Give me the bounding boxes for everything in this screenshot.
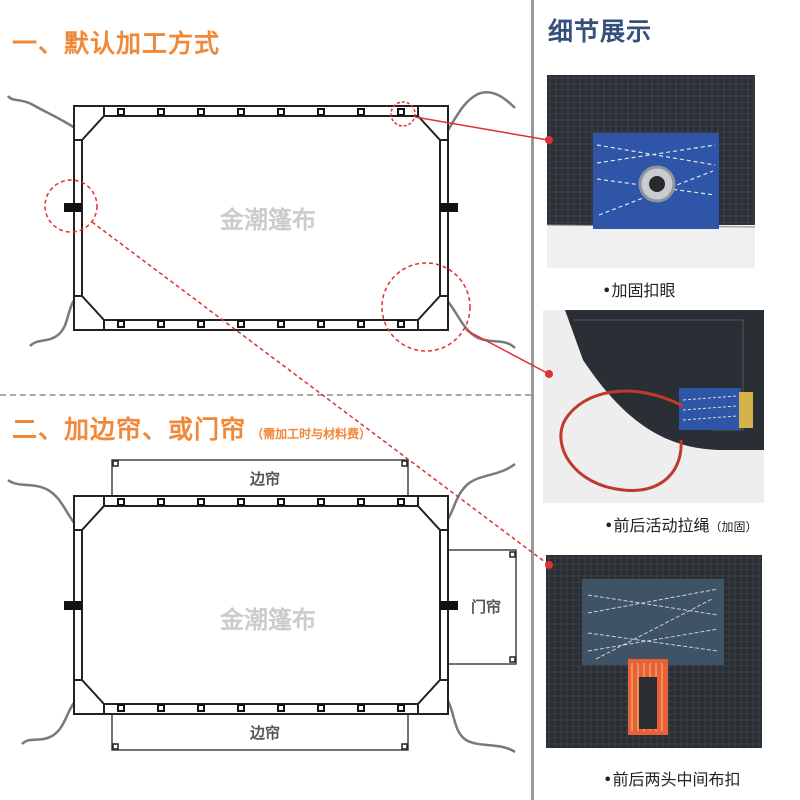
side-curtain-top-label: 边帘 xyxy=(249,470,280,488)
diagram-curtain-tarp: 边帘 边帘 门帘 金潮篷布 xyxy=(7,459,517,754)
rope-top-left xyxy=(6,95,79,132)
rope-bottom-right xyxy=(444,297,516,349)
caption-rope: •前后活动拉绳（加固） xyxy=(604,512,757,536)
side-curtain-bottom xyxy=(111,713,409,751)
door-curtain xyxy=(447,549,517,665)
photo-grommet xyxy=(547,75,755,268)
section2-note: （需加工时与材料费） xyxy=(251,427,372,441)
side-curtain-bottom-label: 边帘 xyxy=(249,724,280,742)
vertical-divider xyxy=(531,0,534,800)
caption-grommet: •加固扣眼 xyxy=(602,277,675,301)
rope2-bottom-right xyxy=(443,695,516,754)
horizontal-divider xyxy=(0,394,531,396)
corner2-br xyxy=(417,679,449,715)
middle2-buckle-left xyxy=(64,601,82,610)
caption-buckle: •前后两头中间布扣 xyxy=(603,766,740,790)
rope2-top-left xyxy=(7,478,79,529)
watermark-2: 金潮篷布 xyxy=(219,606,316,634)
door-curtain-label: 门帘 xyxy=(471,598,501,616)
caption-grommet-text: •加固扣眼 xyxy=(602,281,676,300)
diagram-default-tarp: 金潮篷布 xyxy=(6,91,516,349)
rope-bottom-left xyxy=(29,294,79,347)
middle-buckle-right xyxy=(440,203,458,212)
middle-buckle-left xyxy=(64,203,82,212)
caption-rope-text: •前后活动拉绳 xyxy=(604,516,710,535)
tarp2-outline xyxy=(73,495,449,715)
photo-buckle xyxy=(546,555,762,748)
rope2-top-right xyxy=(443,462,516,525)
rope2-bottom-left xyxy=(21,697,79,745)
corner2-bl xyxy=(73,679,105,715)
photo-rope xyxy=(543,310,764,503)
corner-tl xyxy=(73,105,105,141)
middle2-buckle-right xyxy=(440,601,458,610)
section1-title: 一、默认加工方式 xyxy=(12,29,221,58)
caption-rope-sub: （加固） xyxy=(709,520,758,534)
details-title: 细节展示 xyxy=(548,17,653,46)
watermark-1: 金潮篷布 xyxy=(219,206,316,234)
rope-top-right xyxy=(443,91,516,136)
caption-buckle-text: •前后两头中间布扣 xyxy=(603,770,741,789)
